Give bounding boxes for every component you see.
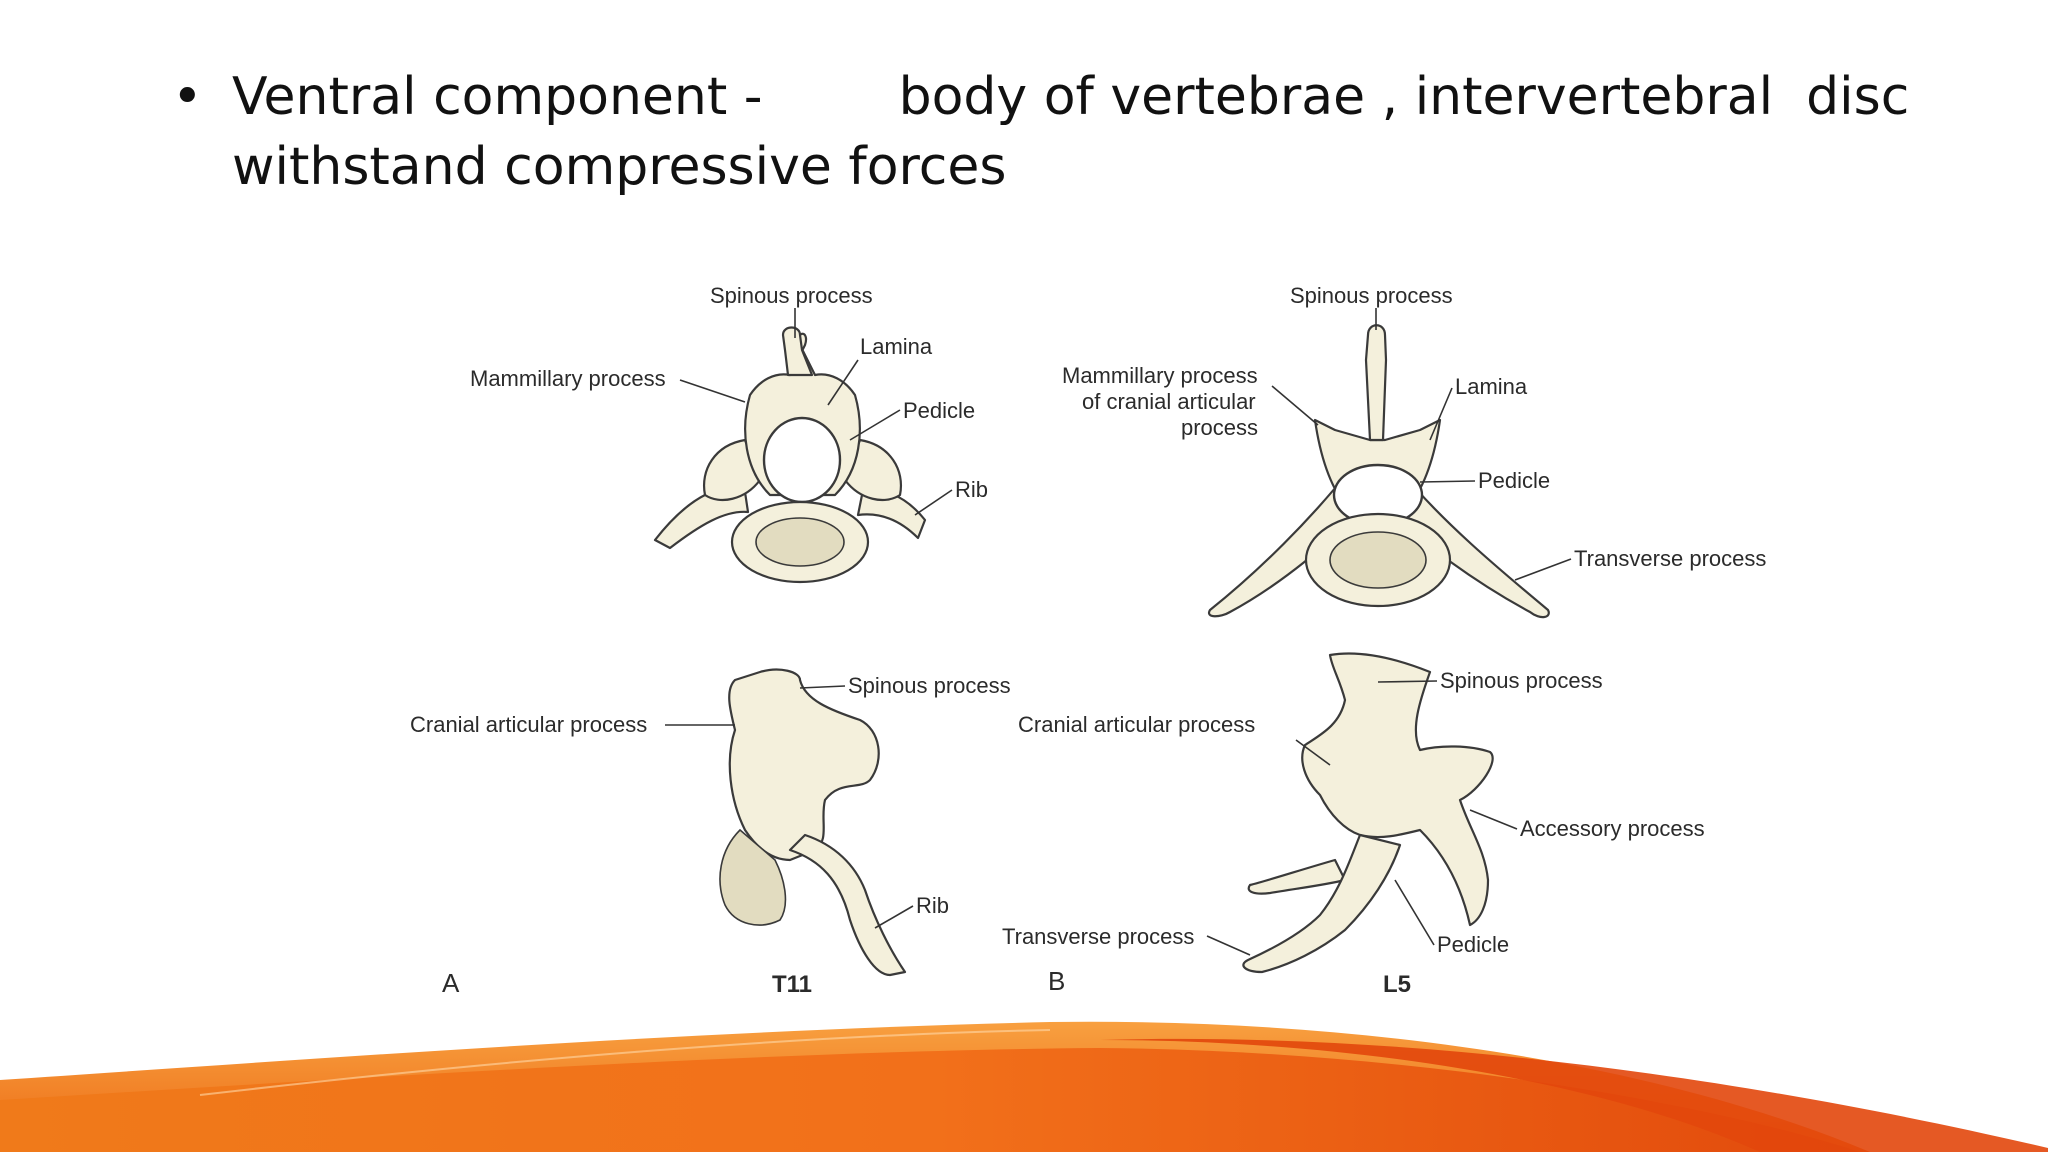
l5-mammillary-label-3: process: [1181, 415, 1258, 440]
l5-side-cranial-leader: [1295, 739, 1331, 766]
t11-lamina-leader: [827, 359, 859, 406]
bullet-text: Ventral component - body of vertebrae , i…: [232, 62, 1932, 202]
l5-cranial-view: [1207, 324, 1550, 619]
l5-spinous-label: Spinous process: [1290, 283, 1453, 308]
t11-rib-label: Rib: [955, 477, 988, 502]
t11-lamina-label: Lamina: [860, 334, 933, 359]
panel-b-letter: B: [1048, 966, 1065, 996]
panel-b-vertebra-id: L5: [1383, 971, 1411, 998]
bullet-line-1-part-2: body of vertebrae , intervertebral disc: [898, 67, 1910, 127]
l5-transverse-label: Transverse process: [1574, 546, 1766, 571]
t11-cranial-view: [653, 326, 927, 584]
l5-side-transverse-leader: [1206, 935, 1251, 956]
l5-side-transverse-label: Transverse process: [1002, 924, 1194, 949]
bullet-line-1: Ventral component - body of vertebrae , i…: [232, 62, 1932, 132]
bullet-line-2: withstand compressive forces: [232, 137, 1007, 197]
l5-side-spinous-leader: [1377, 680, 1438, 683]
t11-pedicle-label: Pedicle: [903, 398, 975, 423]
panel-a-letter: A: [442, 968, 460, 998]
l5-pedicle-leader: [1419, 480, 1476, 483]
t11-lateral-view: [719, 668, 907, 977]
panel-a-vertebra-id: T11: [772, 971, 812, 998]
l5-side-spinous-label: Spinous process: [1440, 668, 1603, 693]
t11-side-rib-label: Rib: [916, 893, 949, 918]
l5-side-cranial-label: Cranial articular process: [1018, 712, 1255, 737]
bullet-line-1-part-1: Ventral component -: [232, 67, 763, 127]
l5-side-pedicle-leader: [1394, 879, 1435, 946]
t11-rib-leader: [914, 489, 953, 516]
decorative-wave: [0, 1021, 2048, 1152]
l5-lamina-label: Lamina: [1455, 374, 1528, 399]
t11-pedicle-leader: [849, 409, 901, 441]
l5-lateral-view: [1242, 652, 1494, 974]
l5-transverse-leader: [1514, 558, 1572, 581]
l5-pedicle-label: Pedicle: [1478, 468, 1550, 493]
t11-side-spinous-leader: [799, 685, 846, 689]
t11-side-spinous-label: Spinous process: [848, 673, 1011, 698]
l5-mammillary-leader: [1271, 385, 1319, 426]
t11-side-rib-leader: [874, 905, 914, 929]
l5-side-accessory-label: Accessory process: [1520, 816, 1705, 841]
l5-lamina-leader: [1429, 387, 1453, 441]
l5-side-pedicle-label: Pedicle: [1437, 932, 1509, 957]
t11-mammillary-label: Mammillary process: [470, 366, 666, 391]
l5-mammillary-label-2: of cranial articular: [1082, 389, 1256, 414]
t11-side-cranial-label: Cranial articular process: [410, 712, 647, 737]
t11-spinous-label: Spinous process: [710, 283, 873, 308]
l5-mammillary-label-1: Mammillary process: [1062, 363, 1258, 388]
t11-mammillary-leader: [679, 379, 746, 403]
l5-side-accessory-leader: [1469, 809, 1518, 830]
bullet-marker: •: [172, 67, 203, 127]
